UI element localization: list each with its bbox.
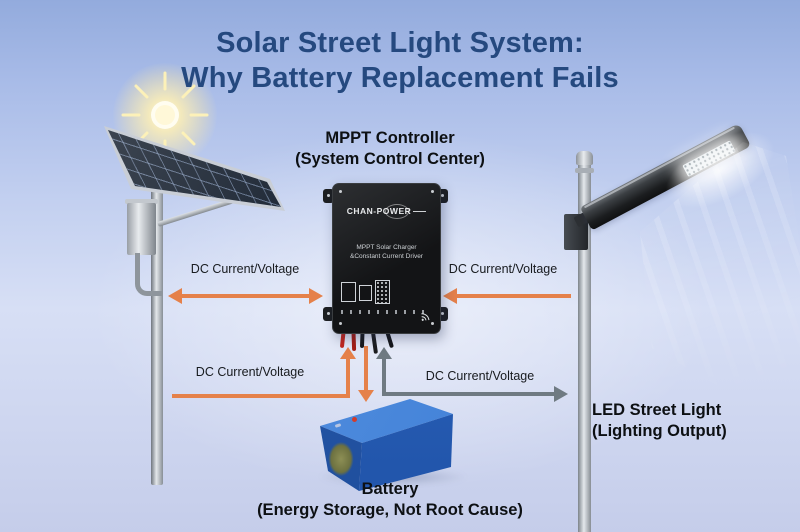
controller-mount-ear	[437, 189, 448, 203]
flow-label-solar-battery: DC Current/Voltage	[195, 365, 305, 379]
controller-label-line1: MPPT Controller	[325, 129, 455, 147]
led-light-label: LED Street Light (Lighting Output)	[592, 400, 727, 442]
mppt-controller-device: CHAN-POWER MPPT Solar Charger &Constant …	[332, 183, 441, 334]
street-light-pole-cap	[576, 151, 593, 165]
title-line1: Solar Street Light System:	[216, 27, 584, 59]
screw-icon	[339, 190, 342, 193]
junction-box-cap	[125, 199, 158, 204]
junction-box	[127, 203, 156, 255]
led-label-line2: (Lighting Output)	[592, 422, 727, 440]
device-text-line2: &Constant Current Driver	[350, 253, 423, 260]
screw-icon	[327, 312, 330, 315]
arrowhead-left	[168, 288, 182, 304]
arrowhead-right	[309, 288, 323, 304]
flow-label-controller-light: DC Current/Voltage	[425, 369, 535, 383]
screw-icon	[441, 312, 444, 315]
battery-terminal	[352, 417, 357, 422]
controller-mount-ear	[323, 307, 334, 321]
screw-icon	[339, 322, 342, 325]
controller-mount-ear	[323, 189, 334, 203]
controller-mount-ear	[437, 307, 448, 321]
controller-brand: CHAN-POWER	[346, 206, 412, 216]
arrow-light-controller-line	[456, 294, 571, 298]
arrow-down-to-battery-line	[364, 346, 368, 391]
wifi-icon	[421, 313, 430, 321]
arrowhead-right	[554, 386, 568, 402]
screw-icon	[327, 194, 330, 197]
brand-logo-oval	[385, 204, 409, 219]
controller-label-line2: (System Control Center)	[295, 150, 485, 168]
led-label-line1: LED Street Light	[592, 401, 722, 419]
street-light-pole-collar	[575, 168, 594, 173]
arrow-up-to-controller-line	[346, 358, 350, 398]
page-title: Solar Street Light System: Why Battery R…	[0, 26, 800, 96]
arrowhead-down	[358, 390, 374, 402]
street-light-pole	[578, 164, 591, 532]
screw-icon	[441, 194, 444, 197]
arrow-solar-controller-line	[181, 294, 309, 298]
brand-dash	[413, 210, 427, 212]
arrow-gray-up-line	[382, 358, 386, 396]
conduit-pipe	[135, 253, 162, 296]
battery-label: Battery (Energy Storage, Not Root Cause)	[240, 479, 540, 521]
screw-icon	[431, 322, 434, 325]
controller-brand-row: CHAN-POWER	[333, 204, 440, 219]
flow-label-solar-controller: DC Current/Voltage	[190, 262, 300, 276]
controller-label: MPPT Controller (System Control Center)	[280, 128, 500, 170]
arrow-controller-light-hline	[382, 392, 555, 396]
title-line2: Why Battery Replacement Fails	[181, 62, 619, 94]
terminal-block	[375, 280, 390, 304]
arrow-solar-battery-hline	[172, 394, 350, 398]
arrowhead-left	[443, 288, 457, 304]
terminal-pins	[341, 310, 429, 314]
battery-label-line2: (Energy Storage, Not Root Cause)	[257, 501, 523, 519]
battery-label-line1: Battery	[361, 480, 419, 498]
terminal-block	[341, 282, 356, 302]
screw-icon	[431, 190, 434, 193]
flow-label-light-controller: DC Current/Voltage	[448, 262, 558, 276]
controller-device-text: MPPT Solar Charger &Constant Current Dri…	[333, 243, 440, 261]
terminal-block	[359, 285, 372, 301]
arrowhead-up	[376, 347, 392, 359]
device-text-line1: MPPT Solar Charger	[356, 244, 417, 251]
